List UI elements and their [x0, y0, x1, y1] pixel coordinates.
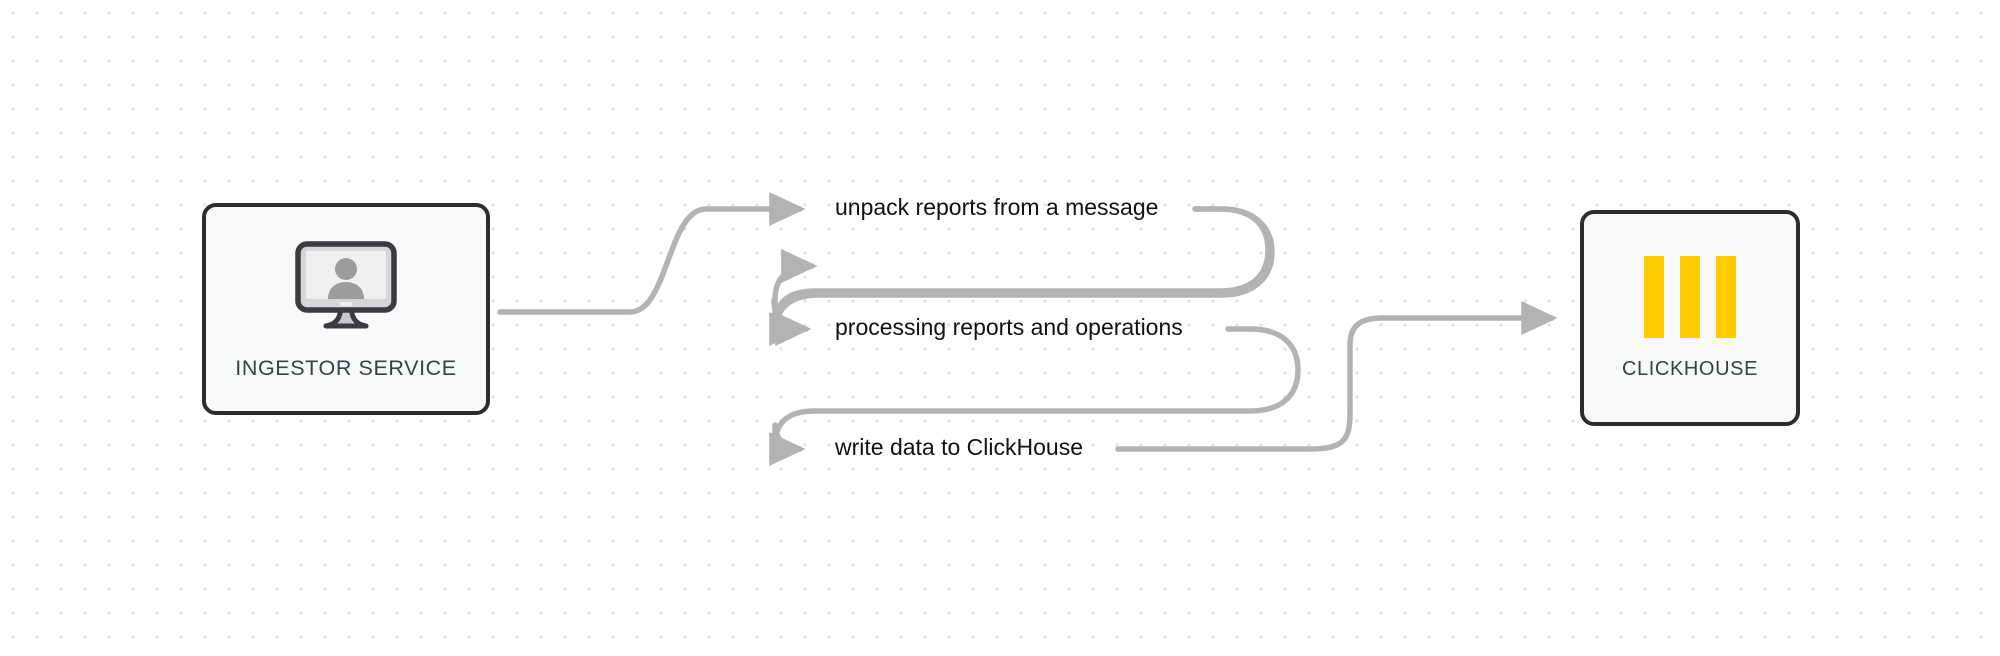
node-label-ingestor-service: INGESTOR SERVICE — [235, 355, 457, 380]
edge-path-processing-to-write — [769, 326, 1301, 467]
node-ingestor-service[interactable]: INGESTOR SERVICE — [202, 203, 490, 415]
edge-label-unpack: unpack reports from a message — [835, 194, 1159, 220]
clickhouse-logo-icon — [1644, 255, 1736, 338]
edge-path-unpack-return — [771, 206, 1275, 339]
edge-arrow-into-processing — [771, 297, 812, 347]
edge-label-write: write data to ClickHouse — [835, 434, 1083, 460]
node-clickhouse[interactable]: CLICKHOUSE — [1580, 210, 1800, 426]
clickhouse-bar-2 — [1680, 255, 1700, 338]
clickhouse-bar-1 — [1644, 255, 1664, 338]
monitor-user-icon — [292, 238, 400, 334]
edge-path-ingestor-to-unpack — [497, 191, 806, 315]
edge-path-write-to-clickhouse — [1115, 300, 1558, 452]
edge-label-processing: processing reports and operations — [835, 314, 1183, 340]
clickhouse-bar-3 — [1716, 255, 1736, 338]
node-label-clickhouse: CLICKHOUSE — [1621, 357, 1759, 380]
